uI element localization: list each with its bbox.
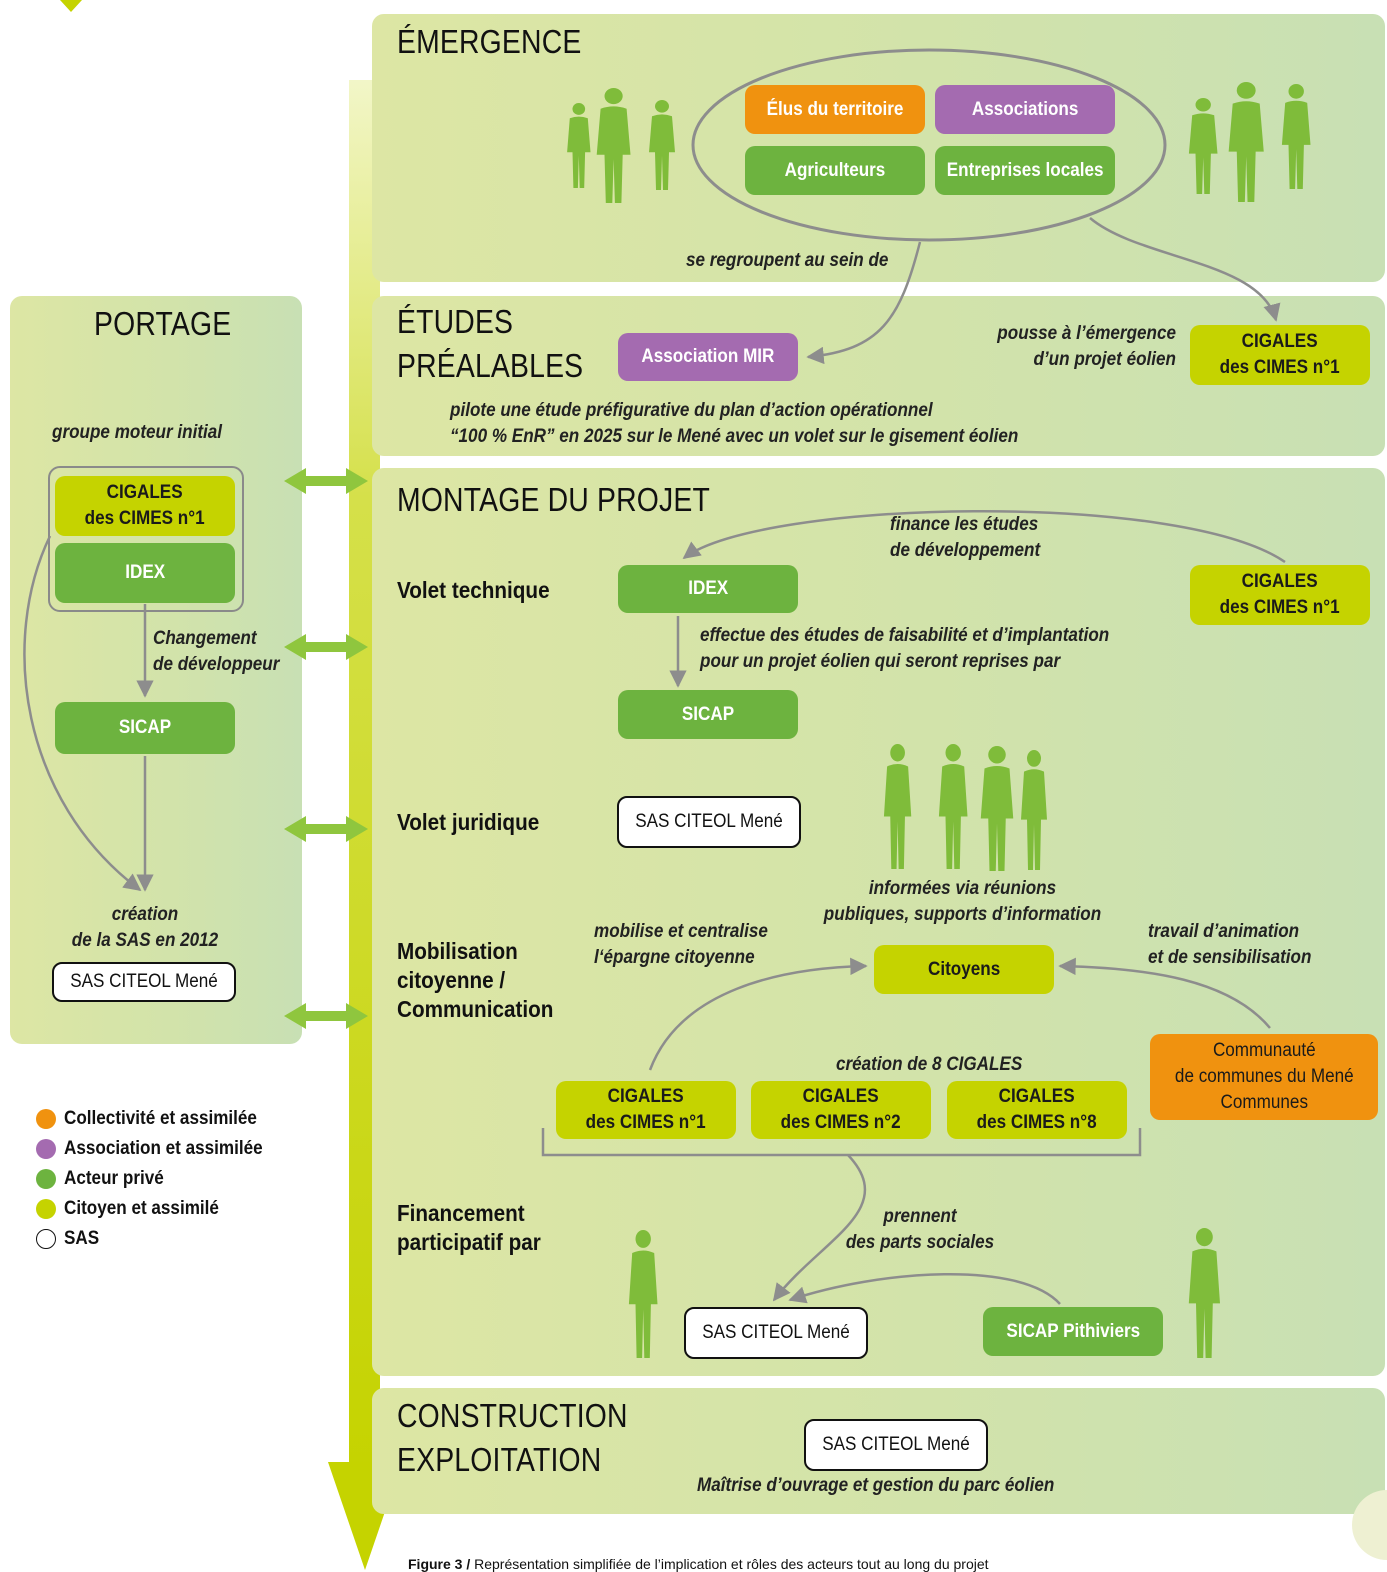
cigales1-box[interactable]: CIGALES des CIMES n°1 <box>556 1081 736 1139</box>
construction-sas-label: SAS CITEOL Mené <box>822 1434 970 1455</box>
portage-sicap-box[interactable]: SICAP <box>55 702 235 754</box>
montage-title: MONTAGE DU PROJET <box>397 481 711 518</box>
cigales-bracket <box>541 1128 1142 1157</box>
emergence-title: ÉMERGENCE <box>397 23 582 60</box>
agriculteurs-label: Agriculteurs <box>784 159 886 181</box>
changement-label: Changement de développeur <box>153 628 280 675</box>
legend-label: Citoyen et assimilé <box>64 1198 219 1219</box>
communaute-box[interactable]: Communauté de communes du Mené Communes <box>1150 1034 1378 1120</box>
entreprises-label: Entreprises locales <box>946 159 1104 181</box>
portage-cigales-box[interactable]: CIGALES des CIMES n°1 <box>55 476 235 536</box>
legend-dot <box>36 1199 56 1219</box>
legend-label: Collectivité et assimilée <box>64 1108 257 1129</box>
portage-panel <box>10 296 302 1044</box>
montage-idex-label: IDEX <box>688 578 728 599</box>
arrow-regroupent <box>806 241 922 365</box>
groupe-label: groupe moteur initial <box>52 422 223 443</box>
associations-label: Associations <box>971 98 1079 120</box>
legend-item-citoyen: Citoyen et assimilé <box>36 1198 236 1220</box>
mobilise-label: mobilise et centralise l‘épargne citoyen… <box>594 921 768 968</box>
double-arrow-icon <box>284 468 368 1029</box>
pousse-label: pousse à l’émergence d’un projet éolien <box>997 323 1176 370</box>
volet-juridique-label: Volet juridique <box>397 809 540 835</box>
creation-sas-label: création de la SAS en 2012 <box>71 904 219 951</box>
citoyens-box[interactable]: Citoyens <box>874 945 1054 994</box>
arrow-travail <box>1058 957 1271 1029</box>
maitrise-label: Maîtrise d’ouvrage et gestion du parc éo… <box>697 1475 1055 1496</box>
cigales8-box[interactable]: CIGALES des CIMES n°8 <box>947 1081 1127 1139</box>
volet-technique-label: Volet technique <box>397 577 550 603</box>
construction-title: CONSTRUCTION EXPLOITATION <box>397 1397 628 1478</box>
legend-item-association: Association et assimilée <box>36 1138 285 1160</box>
cigales2-box[interactable]: CIGALES des CIMES n°2 <box>751 1081 931 1139</box>
finance-label: finance les études de développement <box>890 514 1041 561</box>
arrow-mobilise <box>648 957 868 1071</box>
legend-label: Acteur privé <box>64 1168 164 1189</box>
elus-label: Élus du territoire <box>766 98 904 120</box>
arrow-pousse <box>1089 217 1281 322</box>
cigales1-label: CIGALES des CIMES n°1 <box>586 1086 706 1133</box>
legend-dot <box>36 1229 56 1249</box>
montage-sicap-box[interactable]: SICAP <box>618 690 798 739</box>
portage-idex-label: IDEX <box>125 562 165 583</box>
mir-label: Association MIR <box>641 346 775 367</box>
arrow-finance <box>682 510 1286 564</box>
etudes-cigales-label: CIGALES des CIMES n°1 <box>1220 331 1340 378</box>
portage-sas-box[interactable]: SAS CITEOL Mené <box>52 962 236 1002</box>
financement-label: Financement participatif par <box>397 1200 541 1255</box>
informees-label: informées via réunions publiques, suppor… <box>823 878 1102 925</box>
etudes-title: ÉTUDES PRÉALABLES <box>397 303 584 384</box>
montage-idex-box[interactable]: IDEX <box>618 565 798 613</box>
legend-item-collectivite: Collectivité et assimilée <box>36 1108 278 1130</box>
sicap-pithiviers-label: SICAP Pithiviers <box>1006 1320 1140 1342</box>
entreprises-box[interactable]: Entreprises locales <box>935 146 1115 195</box>
legend-dot <box>36 1109 56 1129</box>
regroupent-label: se regroupent au sein de <box>686 250 889 271</box>
caption-bold: Figure 3 / <box>408 1556 471 1572</box>
legend-item-prive: Acteur privé <box>36 1168 175 1190</box>
effectue-label: effectue des études de faisabilité et d’… <box>700 625 1110 672</box>
portage-sicap-label: SICAP <box>118 717 172 738</box>
legend-dot <box>36 1139 56 1159</box>
figure-caption: Figure 3 / Représentation simplifiée de … <box>408 1556 989 1572</box>
citoyens-label: Citoyens <box>927 958 1001 980</box>
construction-sas-box[interactable]: SAS CITEOL Mené <box>804 1419 988 1471</box>
financement-sas-label: SAS CITEOL Mené <box>702 1322 850 1343</box>
legend-dot <box>36 1169 56 1189</box>
financement-sas-box[interactable]: SAS CITEOL Mené <box>684 1307 868 1359</box>
associations-box[interactable]: Associations <box>935 85 1115 134</box>
legend-label: Association et assimilée <box>64 1138 263 1159</box>
legend-label: SAS <box>64 1228 100 1249</box>
montage-cigales-box[interactable]: CIGALES des CIMES n°1 <box>1190 565 1370 625</box>
mir-box[interactable]: Association MIR <box>618 333 798 381</box>
caption-text: Représentation simplifiée de l’implicati… <box>470 1556 989 1572</box>
portage-sas-label: SAS CITEOL Mené <box>70 971 218 992</box>
travail-label: travail d’animation et de sensibilisatio… <box>1148 921 1312 968</box>
arrow-prennent <box>772 1154 867 1302</box>
creation-cigales-label: création de 8 CIGALES <box>836 1054 1023 1075</box>
juridique-sas-box[interactable]: SAS CITEOL Mené <box>617 796 801 848</box>
arrow-cigales-sas <box>23 535 142 892</box>
cigales2-label: CIGALES des CIMES n°2 <box>781 1086 901 1133</box>
portage-idex-box[interactable]: IDEX <box>55 543 235 603</box>
etudes-cigales-box[interactable]: CIGALES des CIMES n°1 <box>1190 325 1370 385</box>
cigales8-label: CIGALES des CIMES n°8 <box>977 1086 1097 1133</box>
portage-cigales-label: CIGALES des CIMES n°1 <box>85 482 205 529</box>
montage-cigales-label: CIGALES des CIMES n°1 <box>1220 571 1340 618</box>
prennent-label: prennent des parts sociales <box>845 1206 995 1253</box>
montage-sicap-label: SICAP <box>681 703 735 725</box>
portage-title: PORTAGE <box>94 305 232 342</box>
legend-item-sas: SAS <box>36 1228 103 1250</box>
arrow-sicap-pithiviers <box>788 1273 1061 1305</box>
communaute-label: Communauté de communes du Mené Communes <box>1174 1040 1354 1113</box>
agriculteurs-box[interactable]: Agriculteurs <box>745 146 925 195</box>
elus-box[interactable]: Élus du territoire <box>745 85 925 134</box>
sicap-pithiviers-box[interactable]: SICAP Pithiviers <box>983 1307 1163 1356</box>
pilote-label: pilote une étude préfigurative du plan d… <box>450 400 1019 447</box>
mobilisation-label: Mobilisation citoyenne / Communication <box>397 938 554 1022</box>
juridique-sas-label: SAS CITEOL Mené <box>635 811 783 832</box>
